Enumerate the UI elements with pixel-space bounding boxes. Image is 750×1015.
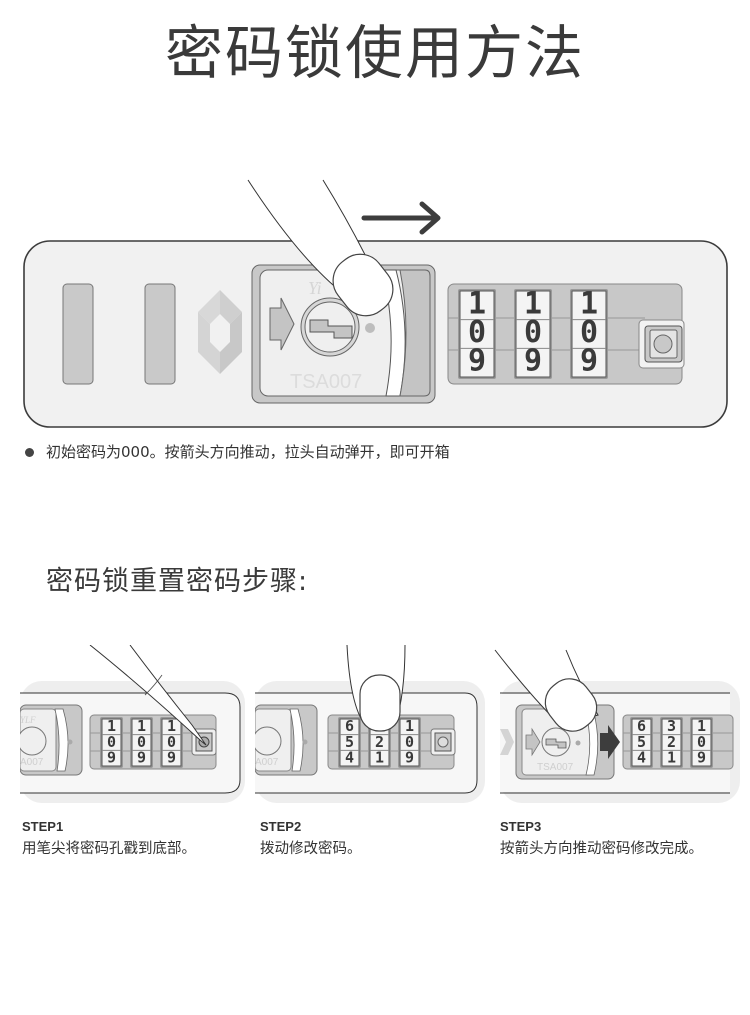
dial-digit-top: 6 bbox=[345, 717, 354, 735]
dial-digit-middle: 0 bbox=[697, 733, 706, 751]
reset-button-icon bbox=[430, 728, 456, 756]
step-label: STEP3 bbox=[500, 819, 542, 834]
svg-text:A007: A007 bbox=[20, 757, 44, 768]
dial-digit-middle: 2 bbox=[375, 733, 384, 751]
dial-digit-top: 1 bbox=[107, 717, 116, 735]
initial-code-note: 初始密码为000。按箭头方向推动，拉头自动弹开，即可开箱 bbox=[22, 440, 450, 464]
bullet-icon bbox=[25, 447, 34, 457]
step-label: STEP1 bbox=[22, 819, 64, 834]
dial-wheel[interactable]: 654 bbox=[338, 717, 361, 768]
note-text: 初始密码为000。按箭头方向推动，拉头自动弹开，即可开箱 bbox=[46, 443, 450, 461]
dial-digit-middle: 5 bbox=[637, 733, 646, 751]
dial-wheel[interactable]: 321 bbox=[660, 717, 683, 768]
brand-mark: Yi bbox=[308, 278, 322, 298]
dial-wheel[interactable]: 109 bbox=[570, 286, 608, 379]
dial-wheel[interactable]: 109 bbox=[100, 717, 123, 768]
dial-wheel[interactable]: 109 bbox=[690, 717, 713, 768]
tsa-diamond-icon bbox=[198, 290, 242, 374]
dial-digit-middle: 0 bbox=[524, 315, 542, 350]
dial-digit-bottom: 4 bbox=[637, 749, 646, 767]
lock-slot bbox=[62, 283, 94, 385]
dial-digit-middle: 0 bbox=[167, 733, 176, 751]
dial-digit-middle: 0 bbox=[137, 733, 146, 751]
dial-digit-top: 1 bbox=[405, 717, 414, 735]
dial-digit-bottom: 9 bbox=[580, 344, 598, 379]
dial-digit-top: 1 bbox=[137, 717, 146, 735]
dial-digit-top: 3 bbox=[667, 717, 676, 735]
slide-direction-arrow bbox=[269, 297, 295, 351]
dial-digit-middle: 0 bbox=[468, 315, 486, 350]
dial-digit-top: 1 bbox=[524, 286, 542, 321]
step-text: 用笔尖将密码孔戳到底部。 bbox=[22, 841, 196, 857]
push-arrow-icon bbox=[600, 725, 620, 759]
step1-caption: STEP1 用笔尖将密码孔戳到底部。 bbox=[22, 816, 196, 860]
dial-digit-middle: 5 bbox=[345, 733, 354, 751]
dial-digit-top: 1 bbox=[167, 717, 176, 735]
dial-digit-bottom: 9 bbox=[405, 749, 414, 767]
reset-button-icon[interactable] bbox=[638, 319, 685, 369]
dial-wheel[interactable]: 109 bbox=[398, 717, 421, 768]
svg-text:TSA007: TSA007 bbox=[537, 762, 574, 773]
dial-digit-middle: 2 bbox=[667, 733, 676, 751]
svg-text:YLF: YLF bbox=[20, 715, 36, 725]
dial-wheel[interactable]: 654 bbox=[630, 717, 653, 768]
step2-caption: STEP2 拨动修改密码。 bbox=[260, 816, 362, 860]
page-title: 密码锁使用方法 bbox=[164, 19, 585, 87]
step-text: 按箭头方向推动密码修改完成。 bbox=[500, 841, 703, 857]
keyhole-icon bbox=[300, 297, 360, 357]
dial-wheel[interactable]: 109 bbox=[458, 286, 496, 379]
dial-digit-middle: 0 bbox=[107, 733, 116, 751]
dial-digit-bottom: 9 bbox=[167, 749, 176, 767]
dial-digit-middle: 0 bbox=[580, 315, 598, 350]
dial-digit-bottom: 9 bbox=[524, 344, 542, 379]
dial-digit-top: 1 bbox=[697, 717, 706, 735]
lock-slot bbox=[144, 283, 176, 385]
dial-digit-bottom: 9 bbox=[468, 344, 486, 379]
pen-icon bbox=[89, 645, 207, 746]
dial-digit-bottom: 1 bbox=[375, 749, 384, 767]
dial-digit-top: 1 bbox=[580, 286, 598, 321]
finger-icon bbox=[346, 645, 406, 732]
dial-digit-bottom: 9 bbox=[137, 749, 146, 767]
step-text: 拨动修改密码。 bbox=[260, 841, 362, 857]
dial-wheel[interactable]: 109 bbox=[160, 717, 183, 768]
step3-caption: STEP3 按箭头方向推动密码修改完成。 bbox=[500, 816, 703, 860]
step-label: STEP2 bbox=[260, 819, 302, 834]
dial-wheel[interactable]: 109 bbox=[514, 286, 552, 379]
dial-digit-middle: 0 bbox=[405, 733, 414, 751]
finger-icon bbox=[494, 649, 599, 732]
model-label: TSA007 bbox=[290, 371, 362, 393]
dial-wheel[interactable]: 109 bbox=[130, 717, 153, 768]
dial-digit-top: 1 bbox=[468, 286, 486, 321]
svg-text:A007: A007 bbox=[255, 757, 279, 768]
dial-digit-bottom: 1 bbox=[667, 749, 676, 767]
dial-digit-bottom: 9 bbox=[697, 749, 706, 767]
dial-digit-bottom: 4 bbox=[345, 749, 354, 767]
reset-section-title: 密码锁重置密码步骤: bbox=[46, 566, 309, 597]
dial-digit-top: 6 bbox=[637, 717, 646, 735]
finger-icon bbox=[247, 179, 394, 317]
dial-digit-bottom: 9 bbox=[107, 749, 116, 767]
arrow-right-icon bbox=[361, 201, 441, 235]
